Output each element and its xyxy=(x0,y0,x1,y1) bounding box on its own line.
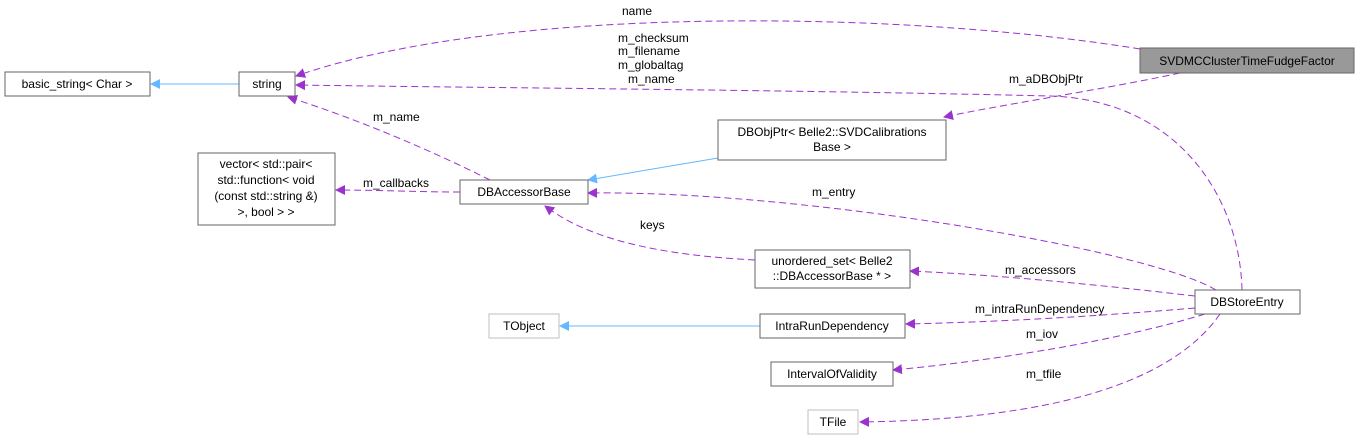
edge-dbobjptr-inherits-dbaccessor xyxy=(587,157,719,184)
edge-dbstore-iov-interval xyxy=(892,313,1206,375)
node-tfile-label: TFile xyxy=(820,415,847,429)
edge-dbaccessor-name-string xyxy=(287,94,491,181)
node-unordered-label-line2: ::DBAccessorBase * > xyxy=(773,269,891,283)
node-vector-label-line1: vector< std::pair< xyxy=(220,157,313,171)
label-m-filename: m_filename xyxy=(618,44,680,58)
node-dbobjptr-label-line1: DBObjPtr< Belle2::SVDCalibrations xyxy=(737,125,926,139)
label-m-globaltag: m_globaltag xyxy=(618,58,683,72)
node-dbstore-label: DBStoreEntry xyxy=(1210,295,1283,309)
edge-dbaccessor-callbacks-vector xyxy=(335,185,461,196)
node-vector-label-line2: std::function< void xyxy=(217,173,314,187)
node-svdmc-label: SVDMCClusterTimeFudgeFactor xyxy=(1159,54,1335,68)
node-dbaccessor-base[interactable]: DBAccessorBase xyxy=(459,179,589,205)
node-svdmc-cluster-time-fudge-factor[interactable]: SVDMCClusterTimeFudgeFactor xyxy=(1139,47,1355,74)
node-unordered-label-line1: unordered_set< Belle2 xyxy=(771,254,892,268)
node-vector[interactable]: vector< std::pair< std::function< void (… xyxy=(197,152,336,226)
label-m-callbacks: m_callbacks xyxy=(363,176,429,190)
node-tfile[interactable]: TFile xyxy=(807,409,859,435)
edge-dbstore-entry-dbaccessor xyxy=(587,187,1217,291)
label-m-entry: m_entry xyxy=(812,185,855,199)
node-interval-of-validity[interactable]: IntervalOfValidity xyxy=(770,361,894,387)
node-interval-label: IntervalOfValidity xyxy=(787,367,877,381)
node-dbstore-entry[interactable]: DBStoreEntry xyxy=(1194,289,1301,315)
label-name: name xyxy=(622,4,652,18)
nodes: SVDMCClusterTimeFudgeFactor basic_string… xyxy=(4,47,1355,435)
node-tobject[interactable]: TObject xyxy=(488,313,560,339)
label-m-checksum: m_checksum xyxy=(618,31,689,45)
node-tobject-label: TObject xyxy=(503,319,545,333)
edges xyxy=(150,20,1243,427)
node-vector-label-line4: >, bool > > xyxy=(237,205,294,219)
node-basic-string-label: basic_string< Char > xyxy=(22,77,133,91)
label-m-aDBObjPtr: m_aDBObjPtr xyxy=(1009,72,1083,86)
label-m-name: m_name xyxy=(373,110,420,124)
node-string[interactable]: string xyxy=(238,71,296,97)
label-m-accessors: m_accessors xyxy=(1005,263,1076,277)
edge-unordered-keys-dbaccessor xyxy=(544,205,756,261)
label-m-name-top: m_name xyxy=(628,72,675,86)
label-keys: keys xyxy=(640,218,665,232)
node-unordered-set[interactable]: unordered_set< Belle2 ::DBAccessorBase *… xyxy=(754,249,911,289)
label-m-iov: m_iov xyxy=(1026,327,1058,341)
label-m-intraRunDependency: m_intraRunDependency xyxy=(975,302,1104,316)
edge-dbstore-accessors-unordered xyxy=(909,266,1196,297)
node-dbobjptr[interactable]: DBObjPtr< Belle2::SVDCalibrations Base > xyxy=(717,119,947,161)
node-dbaccessor-label: DBAccessorBase xyxy=(477,185,571,199)
edge-dbstore-intrarun-intrarun xyxy=(905,307,1196,329)
node-dbobjptr-label-line2: Base > xyxy=(813,140,851,154)
edge-svdmc-name-string xyxy=(295,20,1141,78)
edge-dbstore-tfile-tfile xyxy=(859,313,1221,427)
edge-dbstore-members-string xyxy=(295,80,1243,291)
label-m-tfile: m_tfile xyxy=(1026,367,1062,381)
node-vector-label-line3: (const std::string &) xyxy=(214,189,317,203)
edge-labels: name m_checksum m_filename m_globaltag m… xyxy=(363,4,1104,381)
node-intrarun-dependency[interactable]: IntraRunDependency xyxy=(759,313,906,339)
node-intrarun-label: IntraRunDependency xyxy=(775,319,888,333)
node-basic-string[interactable]: basic_string< Char > xyxy=(4,71,151,97)
node-string-label: string xyxy=(252,77,281,91)
